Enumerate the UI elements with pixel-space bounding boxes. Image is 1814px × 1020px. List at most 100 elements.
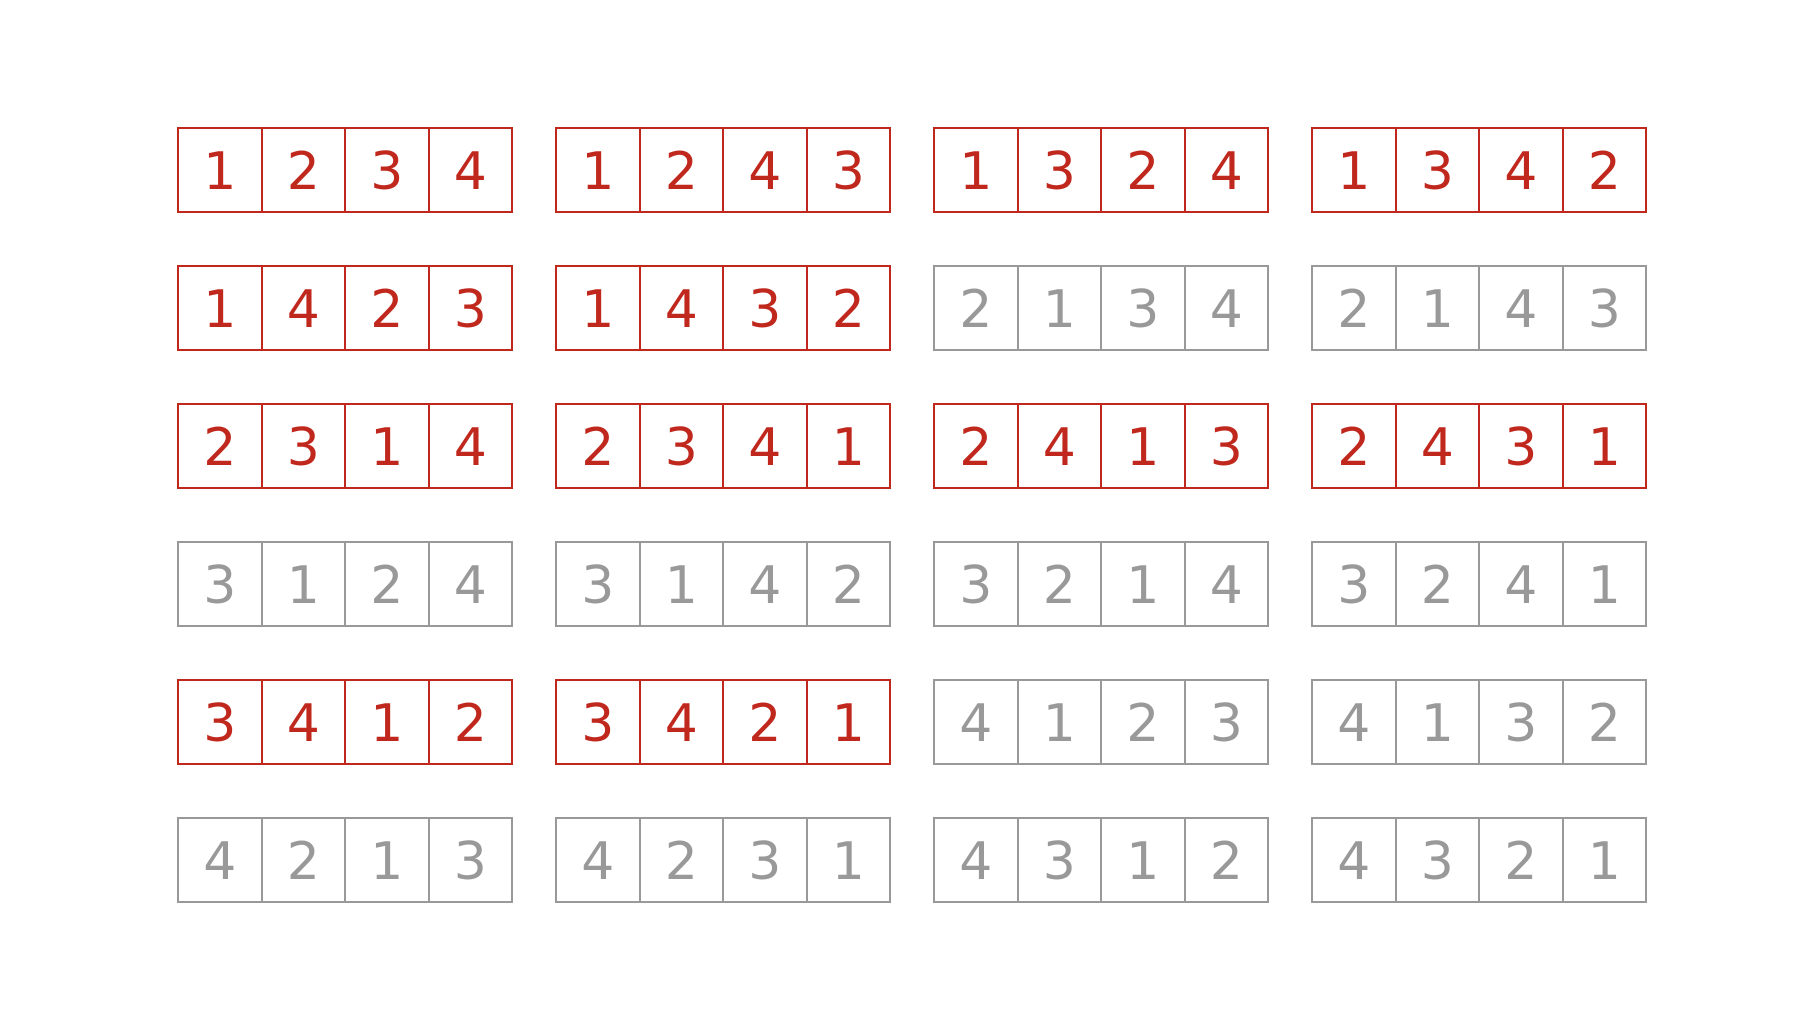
digit-cell: 1 [1561, 403, 1647, 489]
digit-cell: 1 [805, 679, 891, 765]
digit-cell: 2 [1561, 679, 1647, 765]
digit-cell: 1 [1016, 265, 1100, 351]
digit-cell: 2 [1100, 679, 1184, 765]
digit-cell: 1 [1394, 679, 1478, 765]
digit-cell: 3 [1478, 679, 1562, 765]
digit-cell: 3 [638, 403, 722, 489]
digit-cell: 4 [722, 127, 806, 213]
digit-cell: 3 [555, 541, 639, 627]
digit-cell: 3 [1100, 265, 1184, 351]
digit-cell: 3 [427, 817, 513, 903]
digit-cell: 2 [1311, 265, 1395, 351]
digit-cell: 4 [1183, 127, 1269, 213]
digit-cell: 3 [1016, 127, 1100, 213]
digit-cell: 1 [344, 817, 428, 903]
digit-cell: 4 [260, 679, 344, 765]
digit-cell: 4 [722, 403, 806, 489]
digit-cell: 2 [344, 265, 428, 351]
digit-cell: 4 [933, 679, 1017, 765]
digit-cell: 2 [933, 403, 1017, 489]
digit-cell: 3 [1311, 541, 1395, 627]
digit-cell: 1 [344, 679, 428, 765]
digit-cell: 1 [1016, 679, 1100, 765]
digit-cell: 3 [427, 265, 513, 351]
digit-cell: 1 [555, 127, 639, 213]
digit-cell: 2 [260, 817, 344, 903]
digit-cell: 2 [638, 817, 722, 903]
digit-cell: 4 [638, 265, 722, 351]
digit-cell: 2 [555, 403, 639, 489]
digit-cell: 3 [933, 541, 1017, 627]
digit-cell: 4 [1478, 541, 1562, 627]
digit-cell: 2 [344, 541, 428, 627]
digit-cell: 4 [722, 541, 806, 627]
digit-cell: 4 [1311, 679, 1395, 765]
digit-cell: 4 [1311, 817, 1395, 903]
digit-cell: 3 [1561, 265, 1647, 351]
digit-cell: 1 [1100, 403, 1184, 489]
digit-cell: 1 [1561, 817, 1647, 903]
digit-cell: 4 [427, 127, 513, 213]
digit-cell: 3 [1183, 403, 1269, 489]
digit-cell: 3 [722, 817, 806, 903]
digit-cell: 3 [555, 679, 639, 765]
digit-cell: 3 [1016, 817, 1100, 903]
digit-cell: 3 [722, 265, 806, 351]
digit-cell: 3 [1394, 127, 1478, 213]
digit-cell: 1 [805, 403, 891, 489]
digit-cell: 3 [177, 541, 261, 627]
digit-cell: 3 [1394, 817, 1478, 903]
digit-cell: 4 [555, 817, 639, 903]
digit-cell: 1 [344, 403, 428, 489]
digit-cell: 2 [1100, 127, 1184, 213]
digit-cell: 2 [722, 679, 806, 765]
digit-cell: 2 [1183, 817, 1269, 903]
digit-cell: 4 [1016, 403, 1100, 489]
digit-cell: 3 [177, 679, 261, 765]
digit-cell: 2 [805, 541, 891, 627]
digit-cell: 2 [177, 403, 261, 489]
digit-cell: 4 [177, 817, 261, 903]
digit-cell: 4 [427, 541, 513, 627]
digit-cell: 3 [1183, 679, 1269, 765]
digit-cell: 1 [177, 265, 261, 351]
digit-cell: 2 [1478, 817, 1562, 903]
digit-cell: 2 [1016, 541, 1100, 627]
digit-cell: 1 [1100, 541, 1184, 627]
digit-cell: 4 [260, 265, 344, 351]
digit-cell: 2 [1394, 541, 1478, 627]
digit-cell: 1 [638, 541, 722, 627]
digit-cell: 4 [933, 817, 1017, 903]
digit-cell: 4 [1394, 403, 1478, 489]
digit-cell: 2 [1561, 127, 1647, 213]
digit-cell: 1 [555, 265, 639, 351]
digit-cell: 1 [177, 127, 261, 213]
digit-cell: 4 [1183, 541, 1269, 627]
digit-cell: 1 [260, 541, 344, 627]
digit-cell: 1 [1311, 127, 1395, 213]
digit-cell: 1 [1394, 265, 1478, 351]
digit-cell: 2 [638, 127, 722, 213]
digit-cell: 4 [1478, 127, 1562, 213]
digit-cell: 2 [805, 265, 891, 351]
digit-cell: 1 [1100, 817, 1184, 903]
digit-cell: 4 [1183, 265, 1269, 351]
